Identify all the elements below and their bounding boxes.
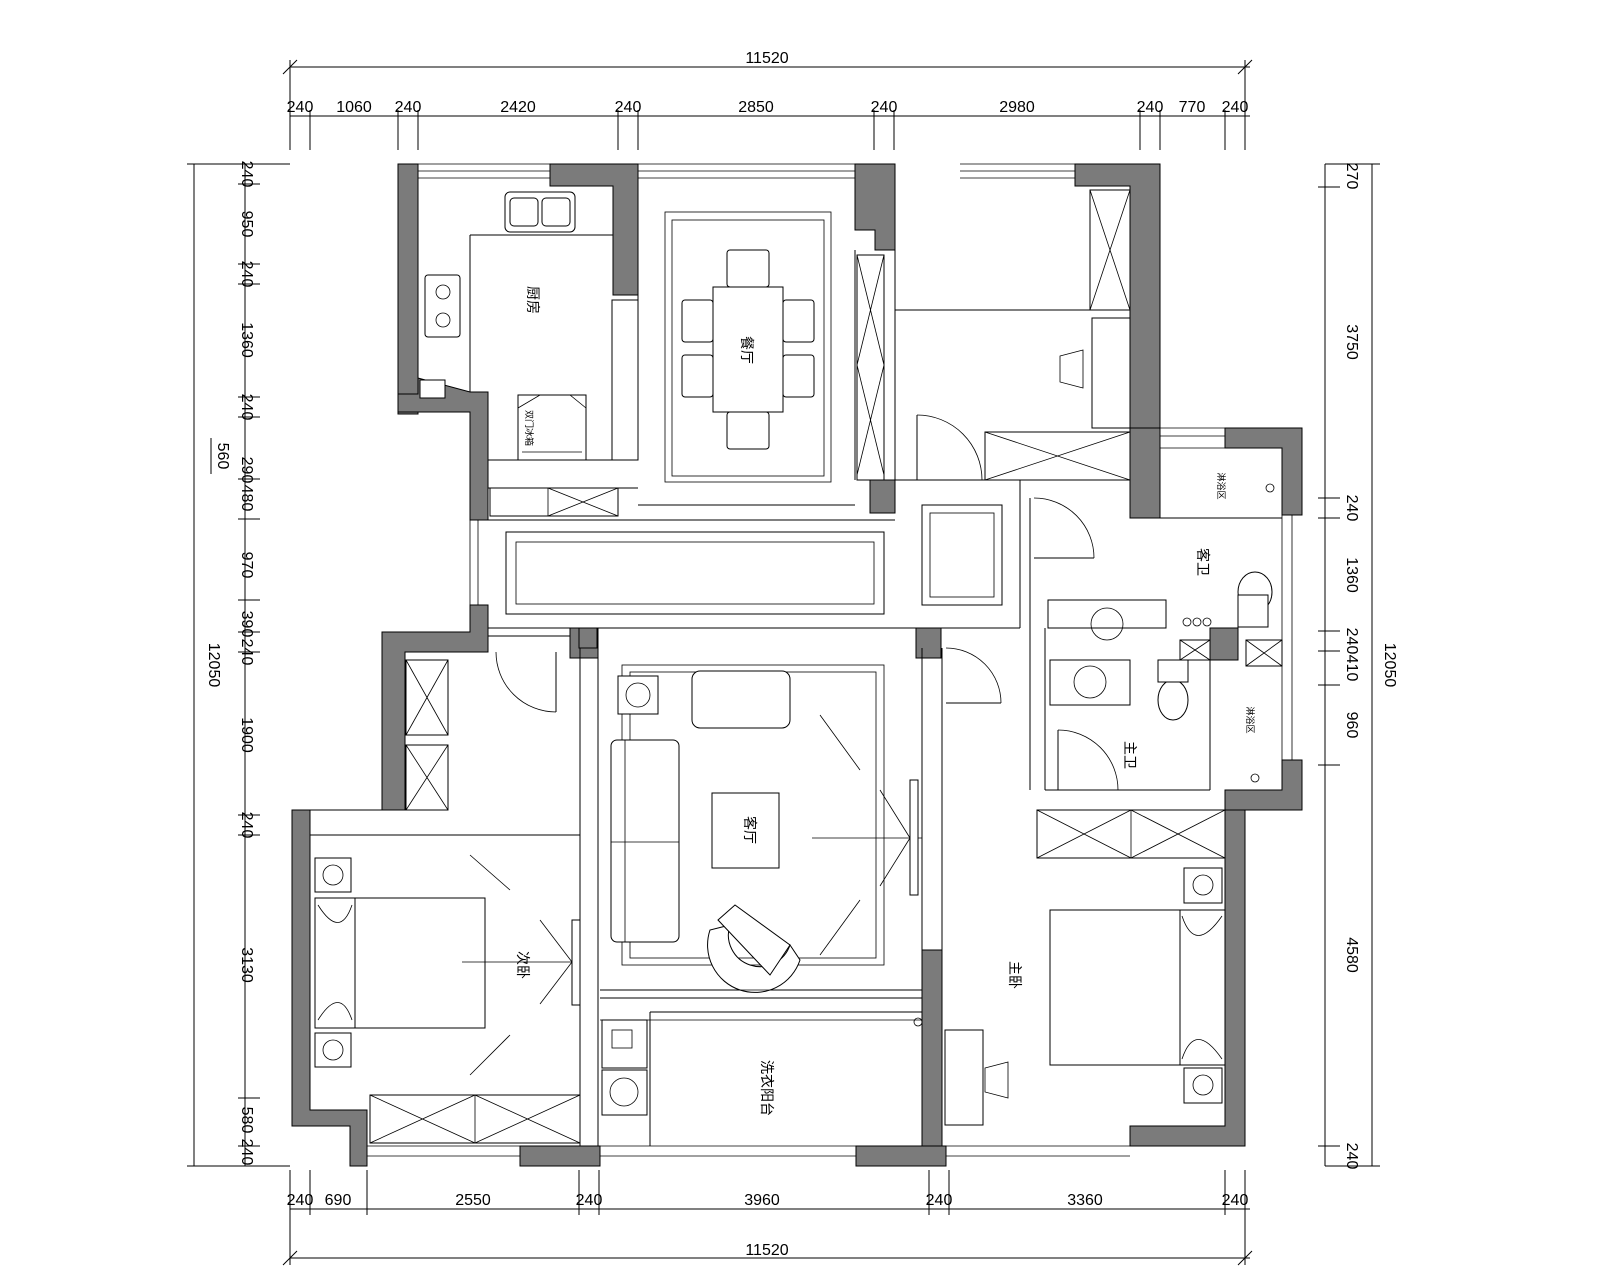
right-dim-4: 1360: [1343, 557, 1360, 593]
bottom-dimension-lines: [282, 1170, 1253, 1266]
right-dim-3: 240: [1343, 495, 1360, 522]
laundry-balcony: [600, 989, 923, 1116]
shower-a-label: 淋浴区: [1216, 472, 1227, 499]
right-dim-5: 240: [1343, 628, 1360, 655]
master-bedroom-label: 主卧: [1007, 961, 1023, 989]
master-bedroom: [944, 647, 1226, 1126]
window-lines: [367, 163, 1293, 1157]
top-dim-11: 240: [1222, 99, 1249, 116]
bottom-dim-5: 3960: [744, 1192, 780, 1209]
left-dim-7: 480: [238, 485, 255, 512]
left-dim-13: 3130: [238, 947, 255, 983]
right-dim-9: 240: [1343, 1143, 1360, 1170]
guest-bath: [1047, 447, 1282, 641]
left-dim-12: 240: [238, 812, 255, 839]
left-dim-1: 240: [238, 161, 255, 188]
left-dim-11: 1900: [238, 717, 255, 753]
bottom-segment-labels: 240 690 2550 240 3960 240 3360 240: [287, 1192, 1249, 1209]
guest-bath-label: 客卫: [1195, 548, 1211, 576]
right-dim-8: 4580: [1343, 937, 1360, 973]
bottom-dim-3: 2550: [455, 1192, 491, 1209]
dining-room: [664, 211, 832, 483]
shower-b-label: 淋浴区: [1245, 706, 1256, 733]
right-segment-labels: 12050 270 3750 240 1360 240 410 960 4580…: [1343, 163, 1398, 1170]
bottom-dim-6: 240: [926, 1192, 953, 1209]
left-dimension-lines: [187, 163, 290, 1167]
right-dim-1: 270: [1343, 163, 1360, 190]
kitchen: [419, 191, 613, 461]
right-dim-7: 960: [1343, 712, 1360, 739]
bottom-dim-4: 240: [576, 1192, 603, 1209]
corridor: [489, 487, 1095, 615]
left-dim-10: 240: [238, 639, 255, 666]
left-dim-6: 290: [238, 457, 255, 484]
top-dimension-lines: [282, 59, 1253, 150]
right-dimension-lines: [1318, 163, 1380, 1167]
master-bath: [1049, 639, 1283, 791]
top-dim-2: 1060: [336, 99, 372, 116]
walls: [291, 163, 1303, 1167]
laundry-balcony-label: 洗衣阳台: [759, 1060, 775, 1116]
top-dim-6: 2850: [738, 99, 774, 116]
partitions: [310, 250, 1282, 1146]
living-label: 客厅: [742, 816, 758, 844]
left-dim-4: 1360: [238, 322, 255, 358]
bottom-dim-2: 690: [325, 1192, 352, 1209]
top-dim-8: 2980: [999, 99, 1035, 116]
bottom-total-dimension: 11520: [745, 1242, 788, 1259]
left-segment-labels: 12050 560 240 950 240 1360 240 290 480 9…: [205, 161, 255, 1166]
second-bedroom: [314, 651, 581, 1144]
top-segment-labels: 240 1060 240 2420 240 2850 240 2980 240 …: [287, 99, 1249, 116]
top-dim-9: 240: [1137, 99, 1164, 116]
left-dim-15: 240: [238, 1139, 255, 1166]
left-dim-3: 240: [238, 261, 255, 288]
left-dim-14: 580: [238, 1107, 255, 1134]
bottom-dim-7: 3360: [1067, 1192, 1103, 1209]
bottom-dim-8: 240: [1222, 1192, 1249, 1209]
right-dim-2: 3750: [1343, 324, 1360, 360]
left-dim-5: 240: [238, 394, 255, 421]
bottom-dim-1: 240: [287, 1192, 314, 1209]
top-dim-1: 240: [287, 99, 314, 116]
right-dim-6: 410: [1343, 655, 1360, 682]
study-room: [856, 189, 1131, 481]
top-total-dimension: 11520: [745, 50, 788, 67]
left-extra-dimension: 560: [214, 443, 231, 470]
second-bedroom-label: 次卧: [515, 951, 531, 979]
top-dim-10: 770: [1179, 99, 1206, 116]
top-dim-5: 240: [615, 99, 642, 116]
kitchen-label: 厨房: [525, 286, 541, 314]
dining-label: 餐厅: [739, 336, 755, 364]
master-bath-label: 主卫: [1122, 741, 1138, 769]
top-dim-7: 240: [871, 99, 898, 116]
right-total-dimension: 12050: [1381, 643, 1398, 688]
left-total-dimension: 12050: [205, 643, 222, 688]
fridge-label: 双门冰箱: [524, 410, 535, 446]
top-dim-3: 240: [395, 99, 422, 116]
left-dim-2: 950: [238, 211, 255, 238]
left-dim-9: 390: [238, 611, 255, 638]
living-room: [610, 664, 922, 993]
left-dim-8: 970: [238, 552, 255, 579]
top-dim-4: 2420: [500, 99, 536, 116]
